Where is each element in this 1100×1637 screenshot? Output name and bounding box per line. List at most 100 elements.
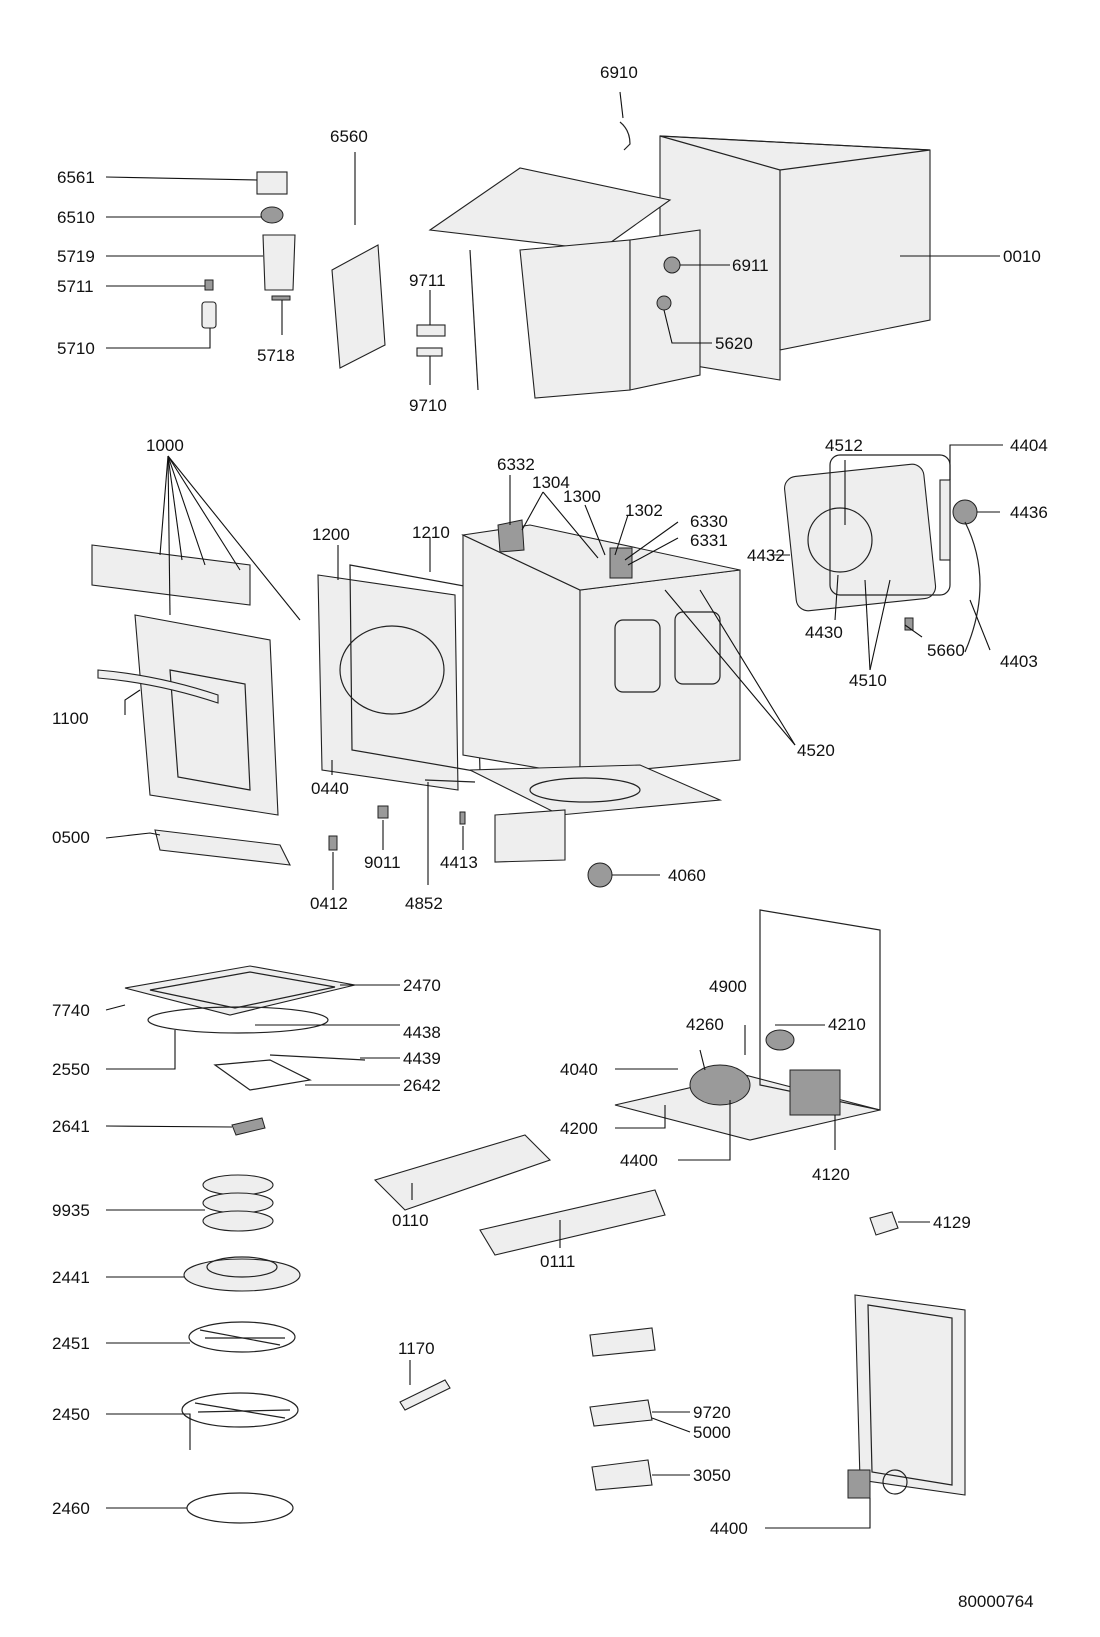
fuse-5711 xyxy=(204,279,214,291)
label-1300: 1300 xyxy=(563,487,601,506)
label-3050: 3050 xyxy=(693,1466,731,1485)
interlock-3050 xyxy=(591,1459,653,1491)
label-6510: 6510 xyxy=(57,208,95,227)
label-6330: 6330 xyxy=(690,512,728,531)
label-1304: 1304 xyxy=(532,473,570,492)
label-4852: 4852 xyxy=(405,894,443,913)
label-9711: 9711 xyxy=(409,271,446,290)
label-plate-6561 xyxy=(256,171,288,195)
label-4129: 4129 xyxy=(933,1213,971,1232)
bracket-4404 xyxy=(939,479,951,561)
trim-0500 xyxy=(154,829,291,866)
label-4432: 4432 xyxy=(747,546,785,565)
label-4400a: 4400 xyxy=(620,1151,658,1170)
document-number: 80000764 xyxy=(958,1592,1034,1611)
label-2460: 2460 xyxy=(52,1499,90,1518)
part-labels: 6910 6560 6561 6510 5719 5711 5710 5718 … xyxy=(52,63,1048,1611)
label-1210: 1210 xyxy=(412,523,450,542)
label-9710: 9710 xyxy=(409,396,447,415)
pin-0412 xyxy=(328,835,338,851)
rack-2451 xyxy=(188,1321,296,1353)
screw-4413 xyxy=(459,811,466,825)
label-1000: 1000 xyxy=(146,436,184,455)
label-5718: 5718 xyxy=(257,346,295,365)
fuse-holder-5710 xyxy=(201,301,217,329)
switch-9710 xyxy=(416,347,443,357)
label-0111: 0111 xyxy=(540,1252,575,1271)
motor-4060 xyxy=(587,862,613,888)
fan-motor-4436 xyxy=(952,499,978,525)
sensor-5660 xyxy=(904,617,914,631)
fan-housing-4432 xyxy=(784,463,937,612)
label-4436: 4436 xyxy=(1010,503,1048,522)
label-4260: 4260 xyxy=(686,1015,724,1034)
belt-4403 xyxy=(964,521,981,653)
bracket-5719 xyxy=(262,234,296,291)
ring-2550 xyxy=(147,1006,329,1034)
label-7740: 7740 xyxy=(52,1001,90,1020)
switch-plate-9720 xyxy=(589,1327,656,1357)
label-2550: 2550 xyxy=(52,1060,90,1079)
handle-tool-1170 xyxy=(399,1379,451,1411)
label-4120: 4120 xyxy=(812,1165,850,1184)
label-9011: 9011 xyxy=(364,853,401,872)
label-9720: 9720 xyxy=(693,1403,731,1422)
label-4200: 4200 xyxy=(560,1119,598,1138)
label-4040: 4040 xyxy=(560,1060,598,1079)
label-6331: 6331 xyxy=(690,531,728,550)
label-6560: 6560 xyxy=(330,127,368,146)
label-4060: 4060 xyxy=(668,866,706,885)
label-2641: 2641 xyxy=(52,1117,90,1136)
label-6561: 6561 xyxy=(57,168,95,187)
label-4439: 4439 xyxy=(403,1049,441,1068)
pin-9011 xyxy=(377,805,389,819)
label-0010: 0010 xyxy=(1003,247,1041,266)
label-1170: 1170 xyxy=(398,1339,435,1358)
label-5710: 5710 xyxy=(57,339,95,358)
oven-cavity xyxy=(461,524,741,776)
dish-set-9935 xyxy=(202,1174,274,1232)
back-panel xyxy=(854,1294,966,1496)
label-2642: 2642 xyxy=(403,1076,441,1095)
capacitor-4210 xyxy=(765,1029,795,1051)
label-4404: 4404 xyxy=(1010,436,1048,455)
label-0110: 0110 xyxy=(392,1211,429,1230)
rack-2450 xyxy=(181,1392,299,1428)
label-4400b: 4400 xyxy=(710,1519,748,1538)
label-0412: 0412 xyxy=(310,894,348,913)
crisp-plate-2441 xyxy=(183,1256,301,1292)
label-4430: 4430 xyxy=(805,623,843,642)
clip-2641 xyxy=(231,1117,266,1136)
connector-6911 xyxy=(663,256,681,274)
chassis-frame xyxy=(428,167,701,399)
cap-4129 xyxy=(869,1211,899,1236)
fan-4400-lower xyxy=(847,1469,908,1499)
label-0440: 0440 xyxy=(311,779,349,798)
label-9935: 9935 xyxy=(52,1201,90,1220)
sensor-6910 xyxy=(619,121,631,151)
transformer-4120 xyxy=(789,1069,841,1116)
drip-tray-0111 xyxy=(479,1189,666,1256)
label-4512: 4512 xyxy=(825,436,863,455)
label-4403: 4403 xyxy=(1000,652,1038,671)
switch-cluster-6330 xyxy=(609,547,633,579)
magnetron-4260 xyxy=(689,1064,751,1106)
label-2451: 2451 xyxy=(52,1334,90,1353)
label-1200: 1200 xyxy=(312,525,350,544)
label-4413: 4413 xyxy=(440,853,478,872)
stirrer-housing xyxy=(494,809,566,863)
label-4520: 4520 xyxy=(797,741,835,760)
label-5719: 5719 xyxy=(57,247,95,266)
magnetron-mount-6332 xyxy=(497,519,525,553)
label-2470: 2470 xyxy=(403,976,441,995)
rod-4439 xyxy=(269,1054,366,1061)
label-5620: 5620 xyxy=(715,334,753,353)
thermostat-5620 xyxy=(656,295,672,311)
label-5660: 5660 xyxy=(927,641,965,660)
label-2441: 2441 xyxy=(52,1268,90,1287)
label-2450: 2450 xyxy=(52,1405,90,1424)
module-5000 xyxy=(589,1399,653,1427)
label-6911: 6911 xyxy=(732,256,769,275)
door-front-1100 xyxy=(97,614,279,816)
